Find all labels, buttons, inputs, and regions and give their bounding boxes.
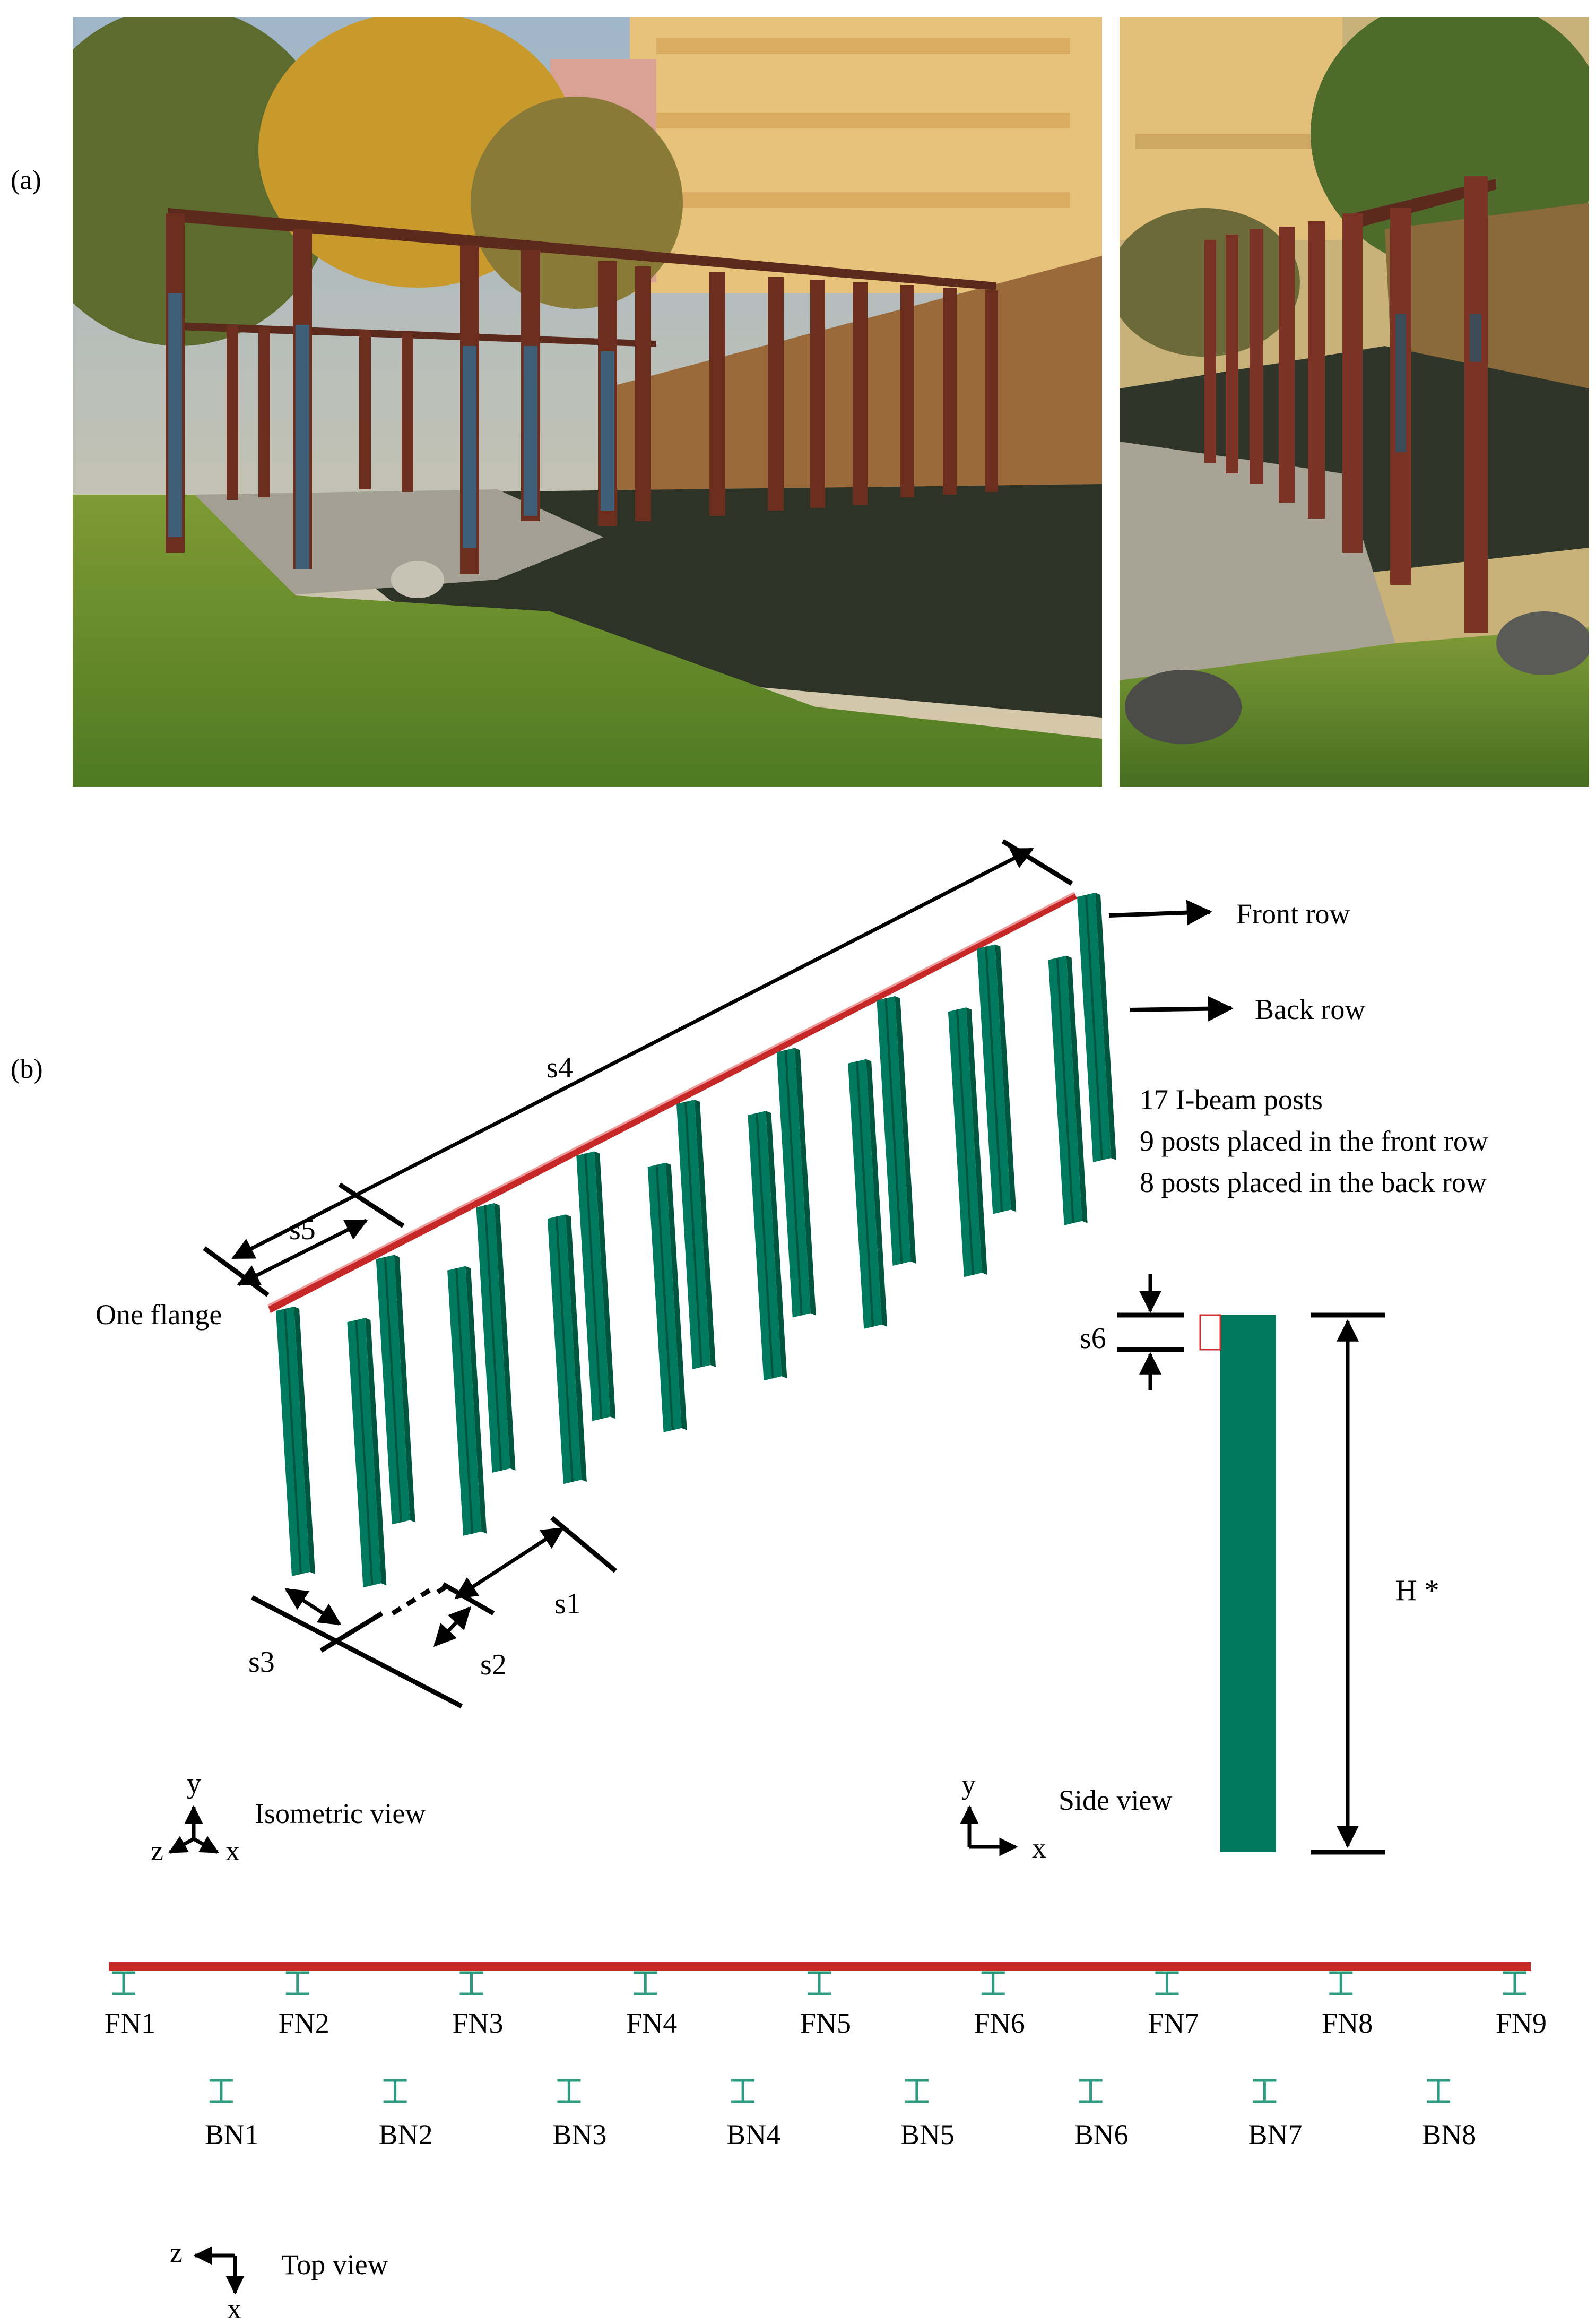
back-post-1 [347,1318,387,1588]
front-node-label-5: FN5 [800,2007,851,2039]
s5-dimension [203,1182,405,1297]
description-line-2: 9 posts placed in the front row [1140,1125,1488,1157]
iso-axis-y: y [187,1767,201,1799]
front-node-5 [808,1971,831,1995]
side-view-post [1199,1314,1276,1852]
panel-b-label: (b) [11,1054,43,1084]
front-node-9 [1503,1971,1526,1995]
one-flange-label: One flange [96,1299,222,1331]
side-axes [960,1805,1018,1856]
s6-dimension [1117,1274,1184,1390]
s2-label: s2 [480,1648,507,1681]
front-row-label: Front row [1236,898,1350,930]
back-node-label-4: BN4 [726,2119,780,2150]
front-node-2 [285,1971,309,1995]
back-node-7 [1253,2079,1277,2103]
back-node-2 [383,2079,407,2103]
back-node-8 [1427,2079,1451,2103]
front-post-7 [877,996,916,1266]
back-node-3 [557,2079,581,2103]
front-post-9 [1077,893,1116,1162]
iso-axis-z: z [151,1835,163,1867]
s4-dimension [231,839,1073,1260]
back-node-label-3: BN3 [552,2119,606,2150]
back-post-6 [848,1059,888,1329]
back-row-label: Back row [1255,993,1365,1025]
back-node-label-6: BN6 [1074,2119,1129,2150]
front-post-8 [977,944,1017,1214]
top-axis-x: x [227,2293,241,2324]
h-star-label: H * [1395,1574,1439,1607]
back-node-5 [905,2079,929,2103]
front-node-label-6: FN6 [974,2007,1025,2039]
front-node-label-8: FN8 [1322,2007,1373,2039]
back-post-3 [547,1214,587,1484]
front-post-2 [376,1255,415,1525]
back-node-1 [209,2079,233,2103]
side-view-label: Side view [1059,1784,1172,1816]
back-row-arrow [1130,996,1234,1022]
back-node-label-7: BN7 [1248,2119,1302,2150]
front-node-7 [1155,1971,1179,1995]
description-line-3: 8 posts placed in the back row [1140,1167,1487,1198]
top-view-beam [109,1962,1531,1971]
isometric-view-label: Isometric view [255,1798,426,1829]
s6-label: s6 [1080,1322,1106,1355]
front-node-4 [634,1971,657,1995]
front-row-arrow [1108,900,1212,926]
back-node-label-2: BN2 [379,2119,433,2150]
front-node-label-7: FN7 [1148,2007,1199,2039]
front-node-label-9: FN9 [1496,2007,1547,2039]
s3-label: s3 [248,1646,275,1679]
top-axes [193,2246,245,2295]
side-axis-y: y [961,1768,976,1800]
back-post-8 [1048,955,1088,1225]
front-node-1 [112,1971,135,1995]
back-post-2 [447,1266,487,1536]
front-node-label-3: FN3 [452,2007,503,2039]
front-post-3 [476,1203,516,1473]
isometric-axes [168,1805,220,1854]
s4-label: s4 [547,1051,573,1084]
front-node-8 [1329,1971,1353,1995]
front-post-6 [776,1048,816,1318]
front-node-3 [459,1971,483,1995]
side-axis-x: x [1032,1832,1046,1864]
iso-axis-x: x [225,1835,240,1867]
panel-a-label: (a) [11,165,41,195]
back-node-label-8: BN8 [1422,2119,1476,2150]
photo-bridge-side [1120,17,1589,787]
top-axis-z: z [170,2236,183,2268]
description-line-1: 17 I-beam posts [1140,1084,1323,1116]
front-post-5 [676,1100,716,1369]
front-node-label-4: FN4 [626,2007,677,2039]
s1-label: s1 [554,1587,581,1620]
front-post-4 [576,1151,616,1421]
top-view-label: Top view [281,2249,388,2280]
front-node-label-2: FN2 [279,2007,329,2039]
back-post-5 [748,1111,787,1381]
bottom-dimensions [250,1516,617,1708]
back-node-6 [1079,2079,1103,2103]
back-node-4 [731,2079,755,2103]
front-node-label-1: FN1 [105,2007,155,2039]
front-post-1 [276,1307,315,1576]
back-post-4 [647,1162,687,1432]
back-post-7 [948,1007,987,1277]
photo-bridge-front [73,17,1102,787]
h-dimension [1311,1312,1385,1855]
s5-label: s5 [289,1213,316,1246]
back-node-label-1: BN1 [205,2119,259,2150]
back-node-label-5: BN5 [900,2119,955,2150]
front-node-6 [981,1971,1005,1995]
